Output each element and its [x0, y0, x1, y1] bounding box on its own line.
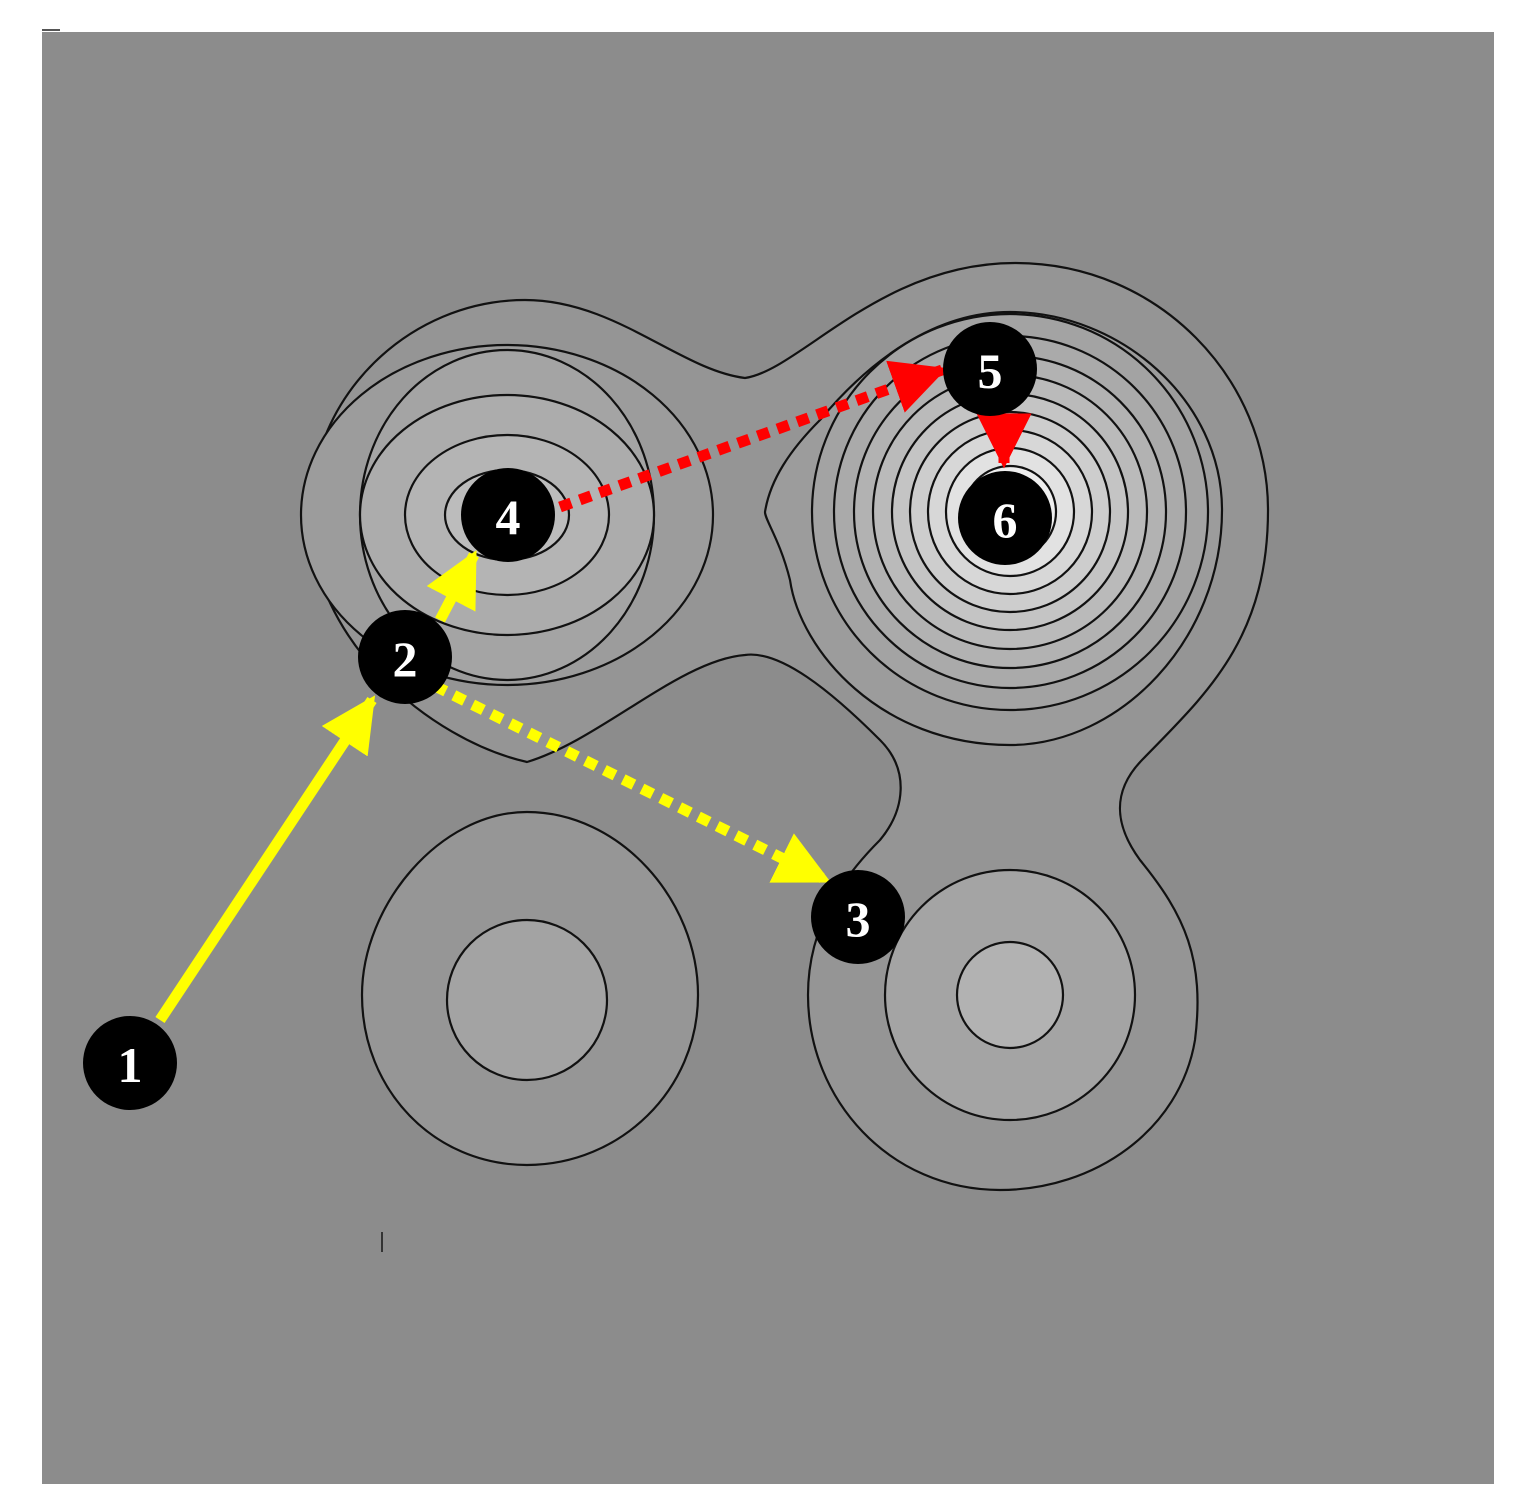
node-2: 2	[358, 610, 452, 704]
node-6: 6	[958, 471, 1052, 565]
node-3-label: 3	[846, 891, 871, 947]
node-1-label: 1	[118, 1037, 143, 1093]
lower-left-peak	[360, 810, 700, 1167]
node-1: 1	[83, 1016, 177, 1110]
landscape-background	[42, 32, 1494, 1484]
node-4: 4	[461, 468, 555, 562]
edge-2-to-4	[426, 550, 479, 623]
node-5-label: 5	[978, 343, 1003, 399]
node-5: 5	[943, 322, 1037, 416]
edge-4-to-5	[558, 360, 948, 513]
node-6-label: 6	[993, 492, 1018, 548]
edge-1-to-2	[155, 695, 377, 1024]
edge-2-to-3	[432, 681, 831, 885]
path-arrows	[155, 360, 1032, 1024]
node-4-label: 4	[496, 489, 521, 545]
node-3: 3	[811, 870, 905, 964]
lower-right-peak	[883, 868, 1137, 1122]
node-2-label: 2	[393, 631, 418, 687]
